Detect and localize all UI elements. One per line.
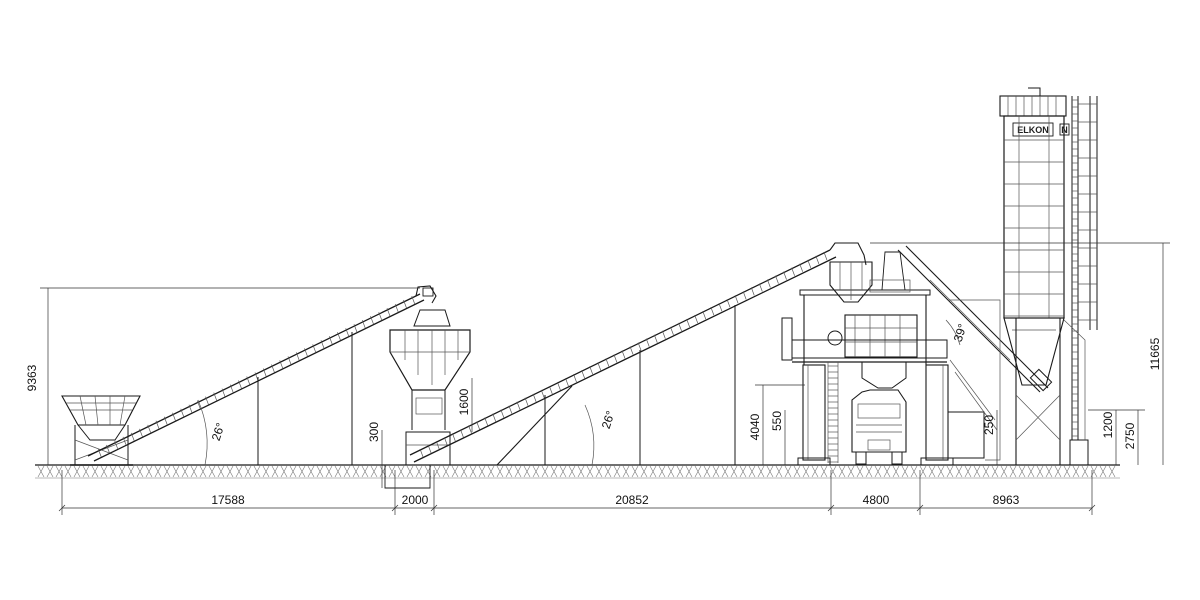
ground-line	[35, 464, 1120, 489]
mixer-truck	[851, 389, 907, 465]
dim-height-mixer-platform: 4040	[748, 413, 762, 440]
dim-length-silo: 8963	[993, 493, 1020, 507]
dim-length-mixer: 4800	[863, 493, 890, 507]
dim-height-silo-leg: 1200	[1101, 411, 1115, 438]
conveyor-belt-1	[87, 285, 437, 466]
dim-angle-conveyor-1: 26°	[209, 421, 228, 443]
cement-screw-conveyor	[897, 245, 1053, 461]
dim-length-conveyor-1: 17588	[211, 493, 245, 507]
cement-silo: ELKON N	[999, 87, 1098, 466]
dim-height-bin: 1600	[457, 388, 471, 415]
dim-height-overall: 11665	[1148, 337, 1162, 370]
silo-brand-label: ELKON	[1017, 125, 1049, 135]
dim-height-silo-step: 250	[982, 415, 996, 435]
conveyor-belt-2	[409, 249, 837, 466]
dim-angle-conveyor-2: 26°	[599, 409, 618, 431]
dim-length-gap: 2000	[402, 493, 429, 507]
dim-height-pit: 300	[367, 422, 381, 442]
feed-bin	[389, 309, 471, 466]
dim-length-conveyor-2: 20852	[615, 493, 649, 507]
aggregate-hopper	[61, 395, 141, 466]
mixer-tower	[781, 242, 985, 466]
dimension-labels: 9363 300 1600 4040 550 250 1200 2750 116…	[25, 322, 1162, 507]
dim-height-silo-cone: 2750	[1123, 422, 1137, 449]
dim-height-truck-clearance: 550	[770, 411, 784, 431]
dim-height-left-hopper: 9363	[25, 364, 39, 391]
dim-angle-silo-screw: 39°	[951, 322, 970, 344]
silo-brand-badge: N	[1061, 125, 1068, 135]
dimension-lines	[40, 242, 1170, 515]
